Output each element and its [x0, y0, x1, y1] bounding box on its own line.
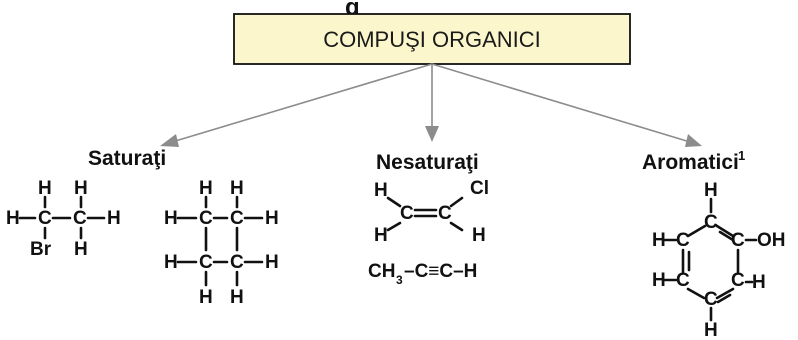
- atom-h: H: [230, 287, 244, 308]
- atom-h: H: [164, 252, 178, 273]
- atom-c: C: [400, 203, 414, 224]
- atom-c: C: [731, 270, 745, 291]
- propyne-ch: CH: [368, 261, 395, 282]
- arrow-head-unsaturated: [425, 126, 439, 142]
- arrow-head-aromatic: [685, 134, 702, 147]
- atom-h: H: [265, 208, 279, 229]
- atom-c: C: [676, 270, 690, 291]
- vinyl-chloride-structure: H Cl C C H H: [374, 178, 489, 246]
- atom-h: H: [230, 178, 244, 199]
- arrows: [160, 63, 702, 147]
- atom-c: C: [73, 208, 87, 229]
- category-aromatic-label: Aromatici: [642, 151, 739, 174]
- atom-c: C: [704, 289, 718, 310]
- propyne-structure: CH 3 –C≡C–H: [368, 261, 477, 287]
- root-node: COMPUŞI ORGANICI: [233, 13, 631, 65]
- arrow-to-aromatic: [431, 63, 691, 143]
- atom-c: C: [199, 252, 213, 273]
- atom-h: H: [164, 208, 178, 229]
- phenol-structure: H C C C OH H C C H H C H: [652, 180, 786, 340]
- arrow-to-saturated: [171, 63, 433, 143]
- atom-c: C: [438, 203, 452, 224]
- atom-h: H: [704, 320, 718, 340]
- atom-c: C: [199, 208, 213, 229]
- propyne-subscript: 3: [396, 273, 403, 287]
- atom-h: H: [38, 178, 52, 199]
- atom-c: C: [676, 230, 690, 251]
- atom-h: H: [199, 287, 213, 308]
- category-aromatic-footnote: 1: [738, 148, 745, 163]
- atom-c: C: [38, 208, 52, 229]
- propyne-tail: –C≡C–H: [404, 261, 477, 282]
- atom-h: H: [704, 180, 718, 201]
- atom-br: Br: [30, 239, 52, 260]
- atom-h: H: [107, 208, 121, 229]
- atom-c: C: [704, 212, 718, 233]
- atom-h: H: [74, 178, 88, 199]
- category-saturated: Saturaţi: [88, 147, 166, 170]
- atom-h: H: [6, 208, 20, 229]
- atom-h: H: [752, 272, 766, 293]
- atom-h: H: [472, 225, 486, 246]
- arrow-head-saturated: [160, 134, 179, 147]
- atom-cl: Cl: [470, 178, 489, 199]
- atom-c: C: [230, 208, 244, 229]
- bromoethane-structure: H H H C C H Br H: [6, 178, 121, 260]
- atom-h: H: [265, 252, 279, 273]
- atom-h: H: [74, 239, 88, 260]
- cyclobutane-structure: H H H C C H H C C H H H: [164, 178, 279, 308]
- root-label: COMPUŞI ORGANICI: [323, 27, 541, 52]
- atom-h: H: [652, 230, 666, 251]
- atom-oh: OH: [757, 230, 786, 251]
- root-box: [233, 13, 631, 65]
- atom-c: C: [731, 230, 745, 251]
- atom-c: C: [230, 252, 244, 273]
- category-aromatic: Aromatici 1: [642, 148, 745, 174]
- category-unsaturated: Nesaturaţi: [376, 151, 479, 174]
- atom-h: H: [199, 178, 213, 199]
- atom-h: H: [652, 270, 666, 291]
- atom-h: H: [374, 225, 388, 246]
- atom-h: H: [374, 180, 388, 201]
